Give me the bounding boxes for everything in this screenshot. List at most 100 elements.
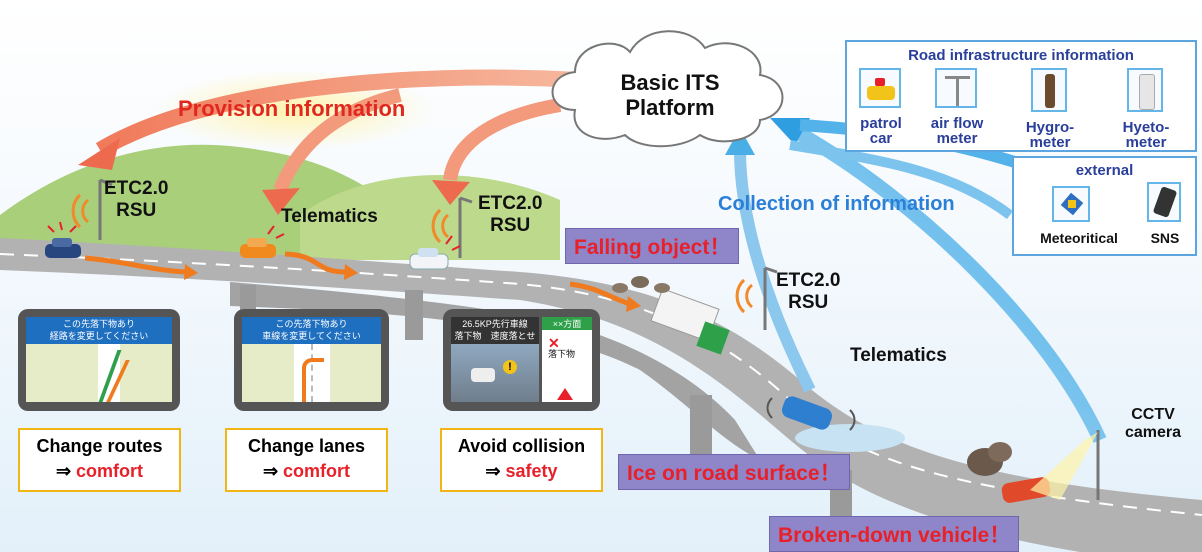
benefit-2-value: comfort — [283, 461, 351, 481]
pillar — [405, 290, 423, 340]
up-arrow-icon — [557, 388, 573, 401]
hill-mid — [300, 174, 560, 260]
map-lane-change — [302, 358, 324, 403]
sns-label: SNS — [1150, 230, 1180, 246]
rsu-pole-1 — [71, 178, 113, 240]
infrastructure-panel: Road infrastructure information patrol c… — [845, 40, 1197, 152]
rsu-pole-3 — [735, 266, 778, 330]
sign-tag: 落下物 — [548, 349, 576, 359]
hygro-line1: Hygro- — [1025, 119, 1075, 136]
car-display-1: この先落下物あり 経路を変更してください — [18, 309, 180, 411]
external-panel: external Meteoritical SNS — [1012, 156, 1197, 256]
hyeto-line2: meter — [1125, 134, 1167, 151]
road-upper — [0, 238, 1202, 552]
display-1-line1: この先落下物あり — [62, 319, 135, 329]
route-arrow — [284, 251, 346, 275]
display-3-line1: 26.5KP先行車線 — [462, 319, 528, 329]
route-arrow — [569, 281, 631, 307]
display-1-header: この先落下物あり 経路を変更してください — [26, 317, 172, 345]
hygrometer-label: Hygro- meter — [1015, 120, 1085, 150]
platform-line1: Basic ITS — [620, 70, 720, 95]
benefit-2-result: ⇒ comfort — [227, 461, 386, 482]
satellite-icon — [1052, 186, 1090, 222]
cctv-label: CCTV camera — [1125, 406, 1181, 443]
display-1-line2: 経路を変更してください — [49, 330, 149, 341]
rsu-pole-2 — [431, 196, 473, 258]
airflow-line1: air flow — [930, 115, 984, 132]
collection-arrow-ext — [789, 140, 1013, 220]
patrol-line1: patrol — [860, 115, 902, 132]
car-orange — [240, 225, 285, 258]
route-arrow — [84, 255, 186, 275]
display-1-map — [26, 344, 172, 403]
provision-arrowhead — [262, 188, 300, 215]
collection-arrow-car — [734, 149, 816, 393]
rsu-label-3: ETC2.0 RSU — [776, 270, 840, 314]
rsu-label-2: ETC2.0 RSU — [478, 193, 542, 237]
rsu-2-line2: RSU — [490, 214, 531, 236]
anemometer-icon — [935, 68, 977, 108]
sign-direction: ××方面 — [542, 317, 592, 330]
provision-arrow-2 — [273, 88, 402, 193]
airflow-line2: meter — [936, 130, 978, 147]
benefit-1-arrow: ⇒ — [55, 461, 72, 481]
benefit-1-title: Change routes — [36, 436, 163, 456]
display-3-camera: ! — [451, 344, 539, 403]
airflow-label: air flow meter — [917, 116, 997, 146]
provision-arrow-main — [95, 69, 581, 157]
benefit-change-routes: Change routes ⇒ comfort — [18, 428, 181, 492]
cloud — [551, 30, 784, 148]
car-blue-ice — [766, 396, 905, 452]
rsu-1-line2: RSU — [116, 199, 157, 221]
car-white — [409, 235, 461, 270]
hygro-line2: meter — [1029, 134, 1071, 151]
rsu-label-1: ETC2.0 RSU — [104, 178, 168, 222]
patrol-car-icon — [859, 68, 901, 108]
telematics-label-2: Telematics — [850, 345, 947, 366]
incident-falling-object: Falling object！ — [565, 228, 740, 264]
route-arrowhead — [344, 264, 358, 280]
car-display-2: この先落下物あり 車線を変更してください — [234, 309, 389, 411]
display-3-line2: 落下物 速度落とせ — [454, 330, 536, 341]
display-2-map — [242, 344, 381, 403]
benefit-3-title: Avoid collision — [457, 436, 586, 456]
provision-label: Provision information — [178, 96, 406, 121]
benefit-avoid-collision: Avoid collision ⇒ safety — [440, 428, 603, 492]
smartphone-icon — [1147, 182, 1181, 222]
rsu-1-line1: ETC2.0 — [104, 178, 169, 199]
infrastructure-title: Road infrastructure information — [908, 47, 1134, 64]
incident-broken-down: Broken-down vehicle！ — [769, 516, 1020, 552]
provision-arrowhead — [432, 180, 470, 205]
display-2-line1: この先落下物あり — [275, 319, 348, 329]
patrol-line2: car — [869, 130, 893, 147]
collection-label: Collection of information — [718, 193, 955, 215]
meteorological-label: Meteoritical — [1040, 230, 1118, 246]
hyeto-line1: Hyeto- — [1122, 119, 1170, 136]
benefit-1-value: comfort — [76, 461, 144, 481]
map-lane-divider — [311, 344, 315, 403]
cross-icon: ✕ — [548, 335, 560, 351]
falling-rocks — [612, 276, 670, 293]
telematics-label-1: Telematics — [281, 206, 378, 227]
pillar — [240, 285, 256, 315]
benefit-3-result: ⇒ safety — [442, 461, 601, 482]
incident-ice: Ice on road surface！ — [618, 454, 850, 490]
benefit-3-arrow: ⇒ — [485, 461, 501, 481]
cctv-line1: CCTV — [1131, 406, 1175, 423]
warning-icon: ! — [503, 360, 517, 375]
provision-arrow-3 — [443, 98, 562, 182]
display-3-sign: ××方面 落下物 ✕ — [542, 317, 592, 403]
external-title: external — [1075, 162, 1134, 179]
camera-car — [471, 368, 495, 383]
benefit-change-lanes: Change lanes ⇒ comfort — [225, 428, 388, 492]
rsu-2-line1: ETC2.0 — [478, 193, 543, 214]
platform-label: Basic ITS Platform — [580, 70, 760, 121]
display-3-content: 26.5KP先行車線 落下物 速度落とせ ! ××方面 落下物 ✕ — [451, 317, 592, 403]
route-arrowhead — [184, 264, 198, 280]
cctv-pole — [1030, 430, 1100, 500]
display-3-header: 26.5KP先行車線 落下物 速度落とせ — [451, 317, 539, 345]
route-arrowhead — [626, 296, 641, 312]
platform-line2: Platform — [625, 95, 715, 121]
car-display-3: 26.5KP先行車線 落下物 速度落とせ ! ××方面 落下物 ✕ — [443, 309, 600, 411]
